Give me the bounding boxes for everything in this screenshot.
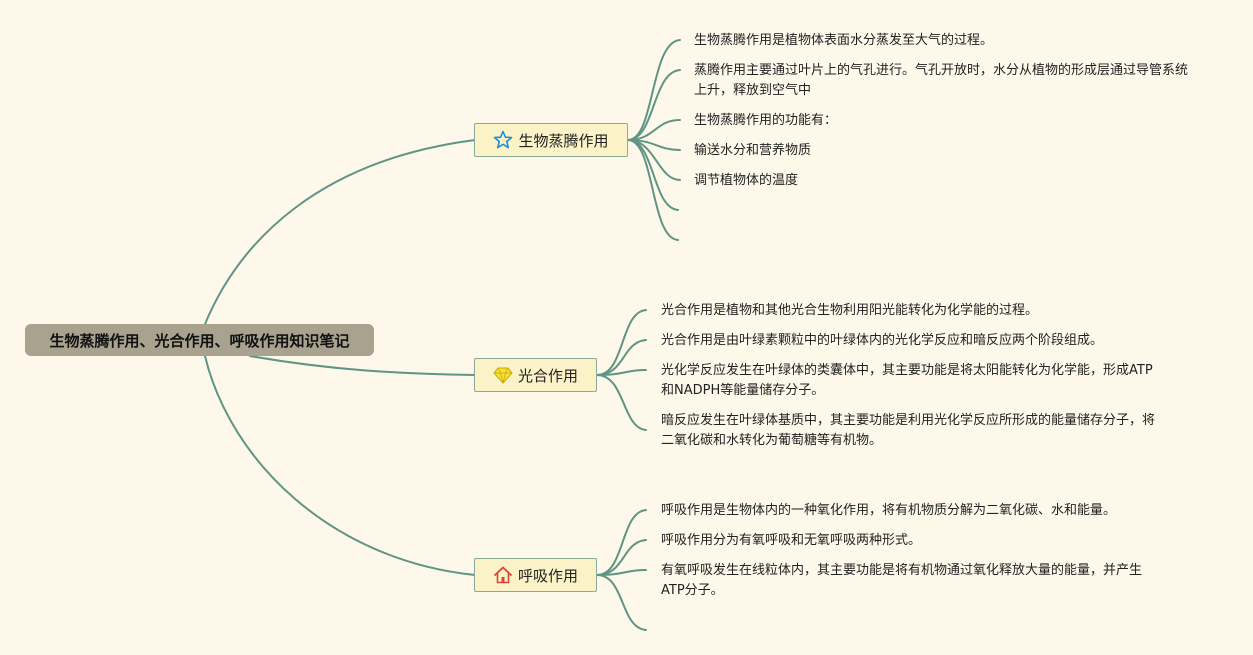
note-respiration-aerobic[interactable]: 有氧呼吸发生在线粒体内，其主要功能是将有机物通过氧化释放大量的能量，并产生ATP… [661, 563, 1143, 598]
diamond-icon [493, 365, 513, 385]
branch-connector [596, 574, 647, 631]
branch-connector [627, 39, 681, 141]
topic-photosynthesis[interactable]: 光合作用 [474, 358, 597, 392]
branch-connector [627, 139, 679, 211]
branch-connector [596, 309, 647, 376]
topic-respiration[interactable]: 呼吸作用 [474, 558, 597, 592]
branch-connector [627, 139, 679, 241]
note-transpiration-stomata[interactable]: 蒸腾作用主要通过叶片上的气孔进行。气孔开放时，水分从植物的形成层通过导管系统上升… [694, 63, 1189, 98]
topic-transpiration[interactable]: 生物蒸腾作用 [474, 123, 628, 157]
note-respiration-definition[interactable]: 呼吸作用是生物体内的一种氧化作用，将有机物质分解为二氧化碳、水和能量。 [661, 503, 1117, 518]
note-transpiration-definition[interactable]: 生物蒸腾作用是植物体表面水分蒸发至大气的过程。 [694, 33, 994, 48]
branch-connector [596, 374, 647, 431]
root-connector-respiration [204, 355, 476, 576]
star-icon [493, 130, 513, 150]
topic-label: 呼吸作用 [517, 566, 578, 585]
root-connector-photosynthesis [249, 355, 476, 376]
note-photosynthesis-light-reaction[interactable]: 光化学反应发生在叶绿体的类囊体中，其主要功能是将太阳能转化为化学能，形成ATP和… [661, 363, 1153, 398]
root-topic[interactable]: 生物蒸腾作用、光合作用、呼吸作用知识笔记 [25, 324, 374, 356]
branch-connector [596, 509, 647, 576]
branch-connector [627, 69, 681, 141]
topic-label: 生物蒸腾作用 [518, 131, 609, 150]
note-transpiration-functions[interactable]: 生物蒸腾作用的功能有： [694, 113, 838, 128]
note-photosynthesis-dark-reaction[interactable]: 暗反应发生在叶绿体基质中，其主要功能是利用光化学反应所形成的能量储存分子，将二氧… [661, 413, 1156, 448]
topic-label: 光合作用 [517, 366, 578, 385]
branch-connector [596, 569, 647, 576]
note-respiration-types[interactable]: 呼吸作用分为有氧呼吸和无氧呼吸两种形式。 [661, 533, 922, 548]
note-photosynthesis-stages[interactable]: 光合作用是由叶绿素颗粒中的叶绿体内的光化学反应和暗反应两个阶段组成。 [661, 333, 1104, 348]
house-icon [493, 565, 513, 585]
note-transpiration-transport[interactable]: 输送水分和营养物质 [694, 143, 812, 158]
note-photosynthesis-definition[interactable]: 光合作用是植物和其他光合生物利用阳光能转化为化学能的过程。 [661, 303, 1039, 318]
branch-connector [596, 369, 647, 376]
note-transpiration-temperature[interactable]: 调节植物体的温度 [694, 173, 799, 188]
root-connector-transpiration [204, 139, 476, 325]
